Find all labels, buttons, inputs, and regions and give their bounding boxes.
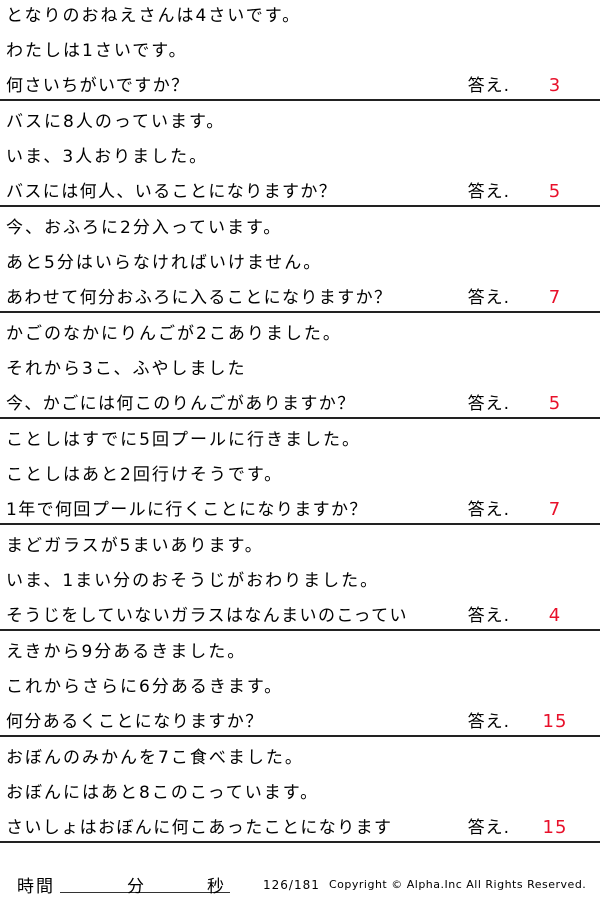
problem-7: えきから9分あるきました。 これからさらに6分あるきます。 何分あるくことになり… (0, 636, 600, 742)
problem-question: そうじをしていないガラスはなんまいのこってい (6, 606, 408, 626)
problem-line: まどガラスが5まいあります。 (6, 536, 264, 556)
answer-label: 答え. (464, 75, 510, 97)
problem-line: かごのなかにりんごが2こありました。 (6, 324, 342, 344)
problem-line: いま、1まい分のおそうじがおわりました。 (6, 571, 380, 591)
answer-label: 答え. (464, 181, 510, 203)
answer-value: 5 (548, 393, 562, 414)
answer-value: 15 (542, 817, 568, 838)
answer-label: 答え. (464, 605, 510, 627)
problem-line: ことしはすでに5回プールに行きました。 (6, 430, 361, 450)
time-label: 時間 (17, 877, 55, 897)
problem-question: 何分あるくことになりますか？ (6, 712, 264, 732)
problem-4: かごのなかにりんごが2こありました。 それから3こ、ふやしました 今、かごには何… (0, 318, 600, 424)
divider-line (0, 523, 600, 525)
problem-line: おぼんのみかんを7こ食べました。 (6, 748, 304, 768)
problem-question: さいしょはおぼんに何こあったことになります (6, 818, 393, 838)
problem-line: えきから9分あるきました。 (6, 642, 247, 662)
divider-line (0, 417, 600, 419)
problem-line: いま、3人おりました。 (6, 147, 209, 167)
problem-1: となりのおねえさんは4さいです。 わたしは1さいです。 何さいちがいですか？ 答… (0, 0, 600, 106)
minutes-label: 分 (127, 877, 144, 897)
divider-line (0, 99, 600, 101)
divider-line (0, 205, 600, 207)
answer-label: 答え. (464, 711, 510, 733)
problem-3: 今、おふろに2分入っています。 あと5分はいらなければいけません。 あわせて何分… (0, 212, 600, 318)
seconds-blank (150, 892, 230, 893)
answer-value: 3 (548, 75, 562, 96)
copyright-notice: Copyright © Alpha.Inc All Rights Reserve… (329, 878, 587, 891)
problem-question: 1年で何回プールに行くことになりますか？ (6, 500, 368, 520)
problem-question: 何さいちがいですか？ (6, 76, 190, 96)
problem-line: おぼんにはあと8このこっています。 (6, 783, 320, 803)
seconds-label: 秒 (207, 877, 224, 897)
answer-value: 7 (548, 287, 562, 308)
minutes-blank (60, 892, 180, 893)
answer-value: 4 (548, 605, 562, 626)
problem-line: となりのおねえさんは4さいです。 (6, 6, 302, 26)
problem-line: それから3こ、ふやしました (6, 359, 247, 379)
problem-line: わたしは1さいです。 (6, 41, 188, 61)
answer-value: 7 (548, 499, 562, 520)
answer-label: 答え. (464, 393, 510, 415)
problem-8: おぼんのみかんを7こ食べました。 おぼんにはあと8このこっています。 さいしょは… (0, 742, 600, 848)
divider-line (0, 735, 600, 737)
problem-2: バスに8人のっています。 いま、3人おりました。 バスには何人、いることになりま… (0, 106, 600, 212)
problem-question: あわせて何分おふろに入ることになりますか？ (6, 288, 393, 308)
divider-line (0, 311, 600, 313)
answer-value: 15 (542, 711, 568, 732)
page-number: 126/181 (263, 878, 320, 892)
problem-line: あと5分はいらなければいけません。 (6, 253, 323, 273)
answer-label: 答え. (464, 287, 510, 309)
answer-label: 答え. (464, 817, 510, 839)
problem-line: 今、おふろに2分入っています。 (6, 218, 283, 238)
problem-line: バスに8人のっています。 (6, 112, 226, 132)
problem-5: ことしはすでに5回プールに行きました。 ことしはあと2回行けそうです。 1年で何… (0, 424, 600, 530)
answer-value: 5 (548, 181, 562, 202)
problem-line: これからさらに6分あるきます。 (6, 677, 284, 697)
problem-question: バスには何人、いることになりますか？ (6, 182, 338, 202)
problem-question: 今、かごには何このりんごがありますか？ (6, 394, 356, 414)
problem-line: ことしはあと2回行けそうです。 (6, 465, 284, 485)
answer-label: 答え. (464, 499, 510, 521)
problem-6: まどガラスが5まいあります。 いま、1まい分のおそうじがおわりました。 そうじを… (0, 530, 600, 636)
divider-line (0, 629, 600, 631)
footer: 時間 分 秒 126/181 Copyright © Alpha.Inc All… (0, 868, 600, 898)
divider-line (0, 841, 600, 843)
